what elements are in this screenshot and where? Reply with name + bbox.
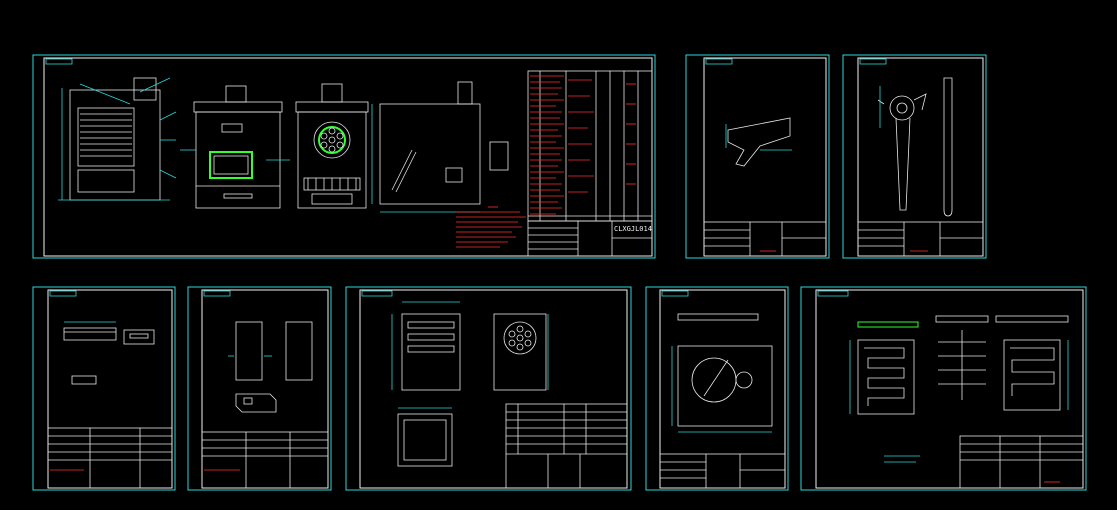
sheet-body[interactable] — [345, 286, 632, 491]
title-block-assembly: CLXGJL014 — [527, 220, 653, 257]
sheet-exchanger[interactable] — [800, 286, 1087, 491]
front-view — [180, 85, 290, 209]
parts-list — [527, 70, 653, 222]
side-view — [295, 83, 369, 209]
sheet-panel[interactable] — [187, 286, 332, 491]
sheet-poker[interactable] — [842, 54, 987, 259]
drawing-number-assembly: CLXGJL014 — [614, 225, 652, 233]
sheet-plate[interactable] — [32, 286, 176, 491]
technical-notes — [456, 206, 526, 248]
sheet-cover[interactable] — [645, 286, 789, 491]
rear-view — [371, 81, 509, 213]
sheet-assembly[interactable]: CLXGJL014 — [32, 54, 656, 259]
sheet-tag — [45, 58, 73, 65]
section-view — [58, 77, 177, 201]
sheet-bracket[interactable] — [685, 54, 830, 259]
